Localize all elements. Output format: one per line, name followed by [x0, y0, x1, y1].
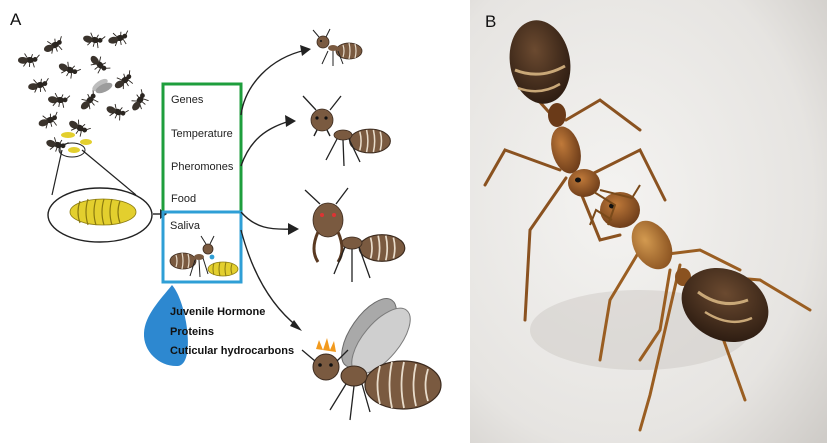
panel-b-label: B — [485, 12, 496, 32]
